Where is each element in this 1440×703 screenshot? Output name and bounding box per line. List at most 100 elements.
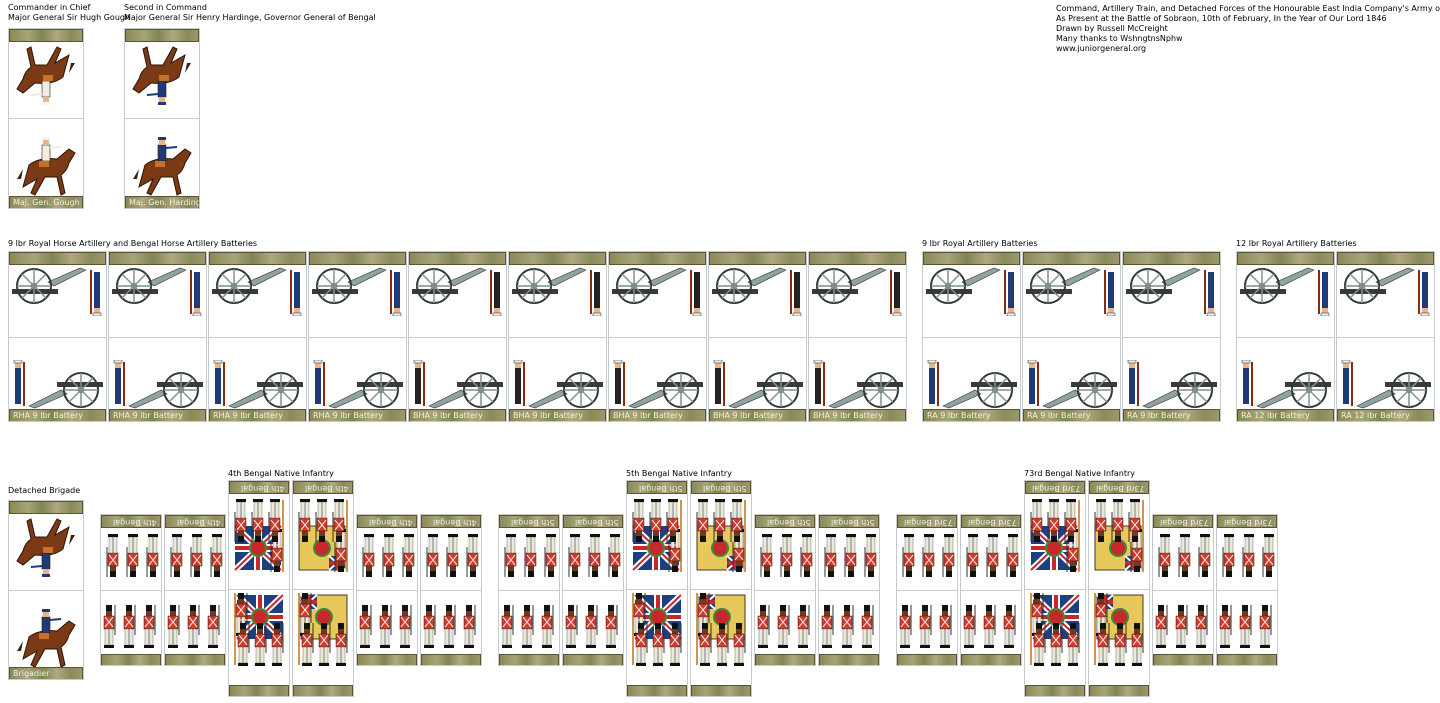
card-label: RA 9 lbr Battery: [927, 411, 991, 420]
card-base: [1237, 252, 1334, 265]
cannon-crew-figure: [923, 266, 1020, 317]
card-base: [819, 654, 879, 665]
infantry-card: 5th Bengal: [754, 514, 816, 666]
fold-line: [961, 590, 1021, 591]
card-base: Maj. Gen. Gough: [9, 196, 83, 208]
regimental-flag-colour-party: [691, 593, 751, 669]
card-base: 5th Bengal: [499, 515, 559, 528]
card-base: [9, 29, 83, 42]
cannon-crew-figure: [9, 359, 106, 410]
fold-line: [1237, 337, 1334, 338]
card-base: 73rd Bengal: [1153, 515, 1213, 528]
card-base: [1153, 654, 1213, 665]
cannon-crew-figure: [509, 266, 606, 317]
card-label: 4th Bengal: [177, 518, 221, 527]
infantry-card: 4th Bengal: [420, 514, 482, 666]
mounted-officer-figure: [125, 135, 199, 197]
infantry-figures: [563, 605, 623, 649]
infantry-figures: [101, 605, 161, 649]
cannon-crew-figure: [509, 359, 606, 410]
card-base: 73rd Bengal: [1025, 481, 1085, 494]
cannon-crew-figure: [923, 359, 1020, 410]
card-base: [309, 252, 406, 265]
fold-line: [923, 337, 1020, 338]
infantry-card: 73rd Bengal: [960, 514, 1022, 666]
fold-line: [229, 589, 289, 590]
card-label: BHA 9 lbr Battery: [813, 411, 883, 420]
card-label: 73rd Bengal: [1224, 518, 1273, 527]
cannon-crew-figure: [709, 266, 806, 317]
infantry-figures: [961, 533, 1021, 577]
artillery-heading: 12 lbr Royal Artillery Batteries: [1236, 239, 1357, 248]
card-label: RA 9 lbr Battery: [1127, 411, 1191, 420]
fold-line: [809, 337, 906, 338]
infantry-figures: [819, 605, 879, 649]
card-base: [357, 654, 417, 665]
chief-heading: Commander in Chief: [8, 3, 91, 12]
card-base: RHA 9 lbr Battery: [9, 409, 106, 421]
cannon-crew-figure: [109, 266, 206, 317]
card-label: 5th Bengal: [639, 484, 683, 493]
card-label: BHA 9 lbr Battery: [713, 411, 783, 420]
fold-line: [1023, 337, 1120, 338]
mounted-officer-figure: [9, 607, 83, 669]
card-label: 4th Bengal: [113, 518, 157, 527]
card-label: Maj. Gen. Gough: [13, 198, 80, 207]
card-label: RA 9 lbr Battery: [1027, 411, 1091, 420]
card-base: [9, 252, 106, 265]
card-label: Brigadier: [13, 669, 50, 678]
infantry-card: 73rd Bengal: [1216, 514, 1278, 666]
card-label: 73rd Bengal: [968, 518, 1017, 527]
colour-party-card: 5th Bengal: [690, 480, 752, 697]
infantry-card: 4th Bengal: [356, 514, 418, 666]
brigadier-card: Brigadier: [8, 500, 84, 680]
cannon-crew-figure: [1123, 266, 1220, 317]
infantry-heading: 73rd Bengal Native Infantry: [1024, 469, 1135, 478]
card-base: RHA 9 lbr Battery: [109, 409, 206, 421]
colour-party-card: 73rd Bengal: [1024, 480, 1086, 697]
card-base: [1025, 685, 1085, 696]
fold-line: [357, 590, 417, 591]
cannon-crew-figure: [1237, 266, 1334, 317]
fold-line: [563, 590, 623, 591]
card-label: 5th Bengal: [575, 518, 619, 527]
card-base: [627, 685, 687, 696]
infantry-figures: [563, 533, 623, 577]
card-base: [609, 252, 706, 265]
colour-party-card: 5th Bengal: [626, 480, 688, 697]
infantry-figures: [499, 533, 559, 577]
artillery-card: RA 9 lbr Battery: [1022, 251, 1121, 422]
card-base: [293, 685, 353, 696]
artillery-card: BHA 9 lbr Battery: [408, 251, 507, 422]
commander-card: Maj. Gen. Hardinge: [124, 28, 200, 209]
card-base: Brigadier: [9, 667, 83, 679]
cannon-crew-figure: [409, 266, 506, 317]
card-label: RHA 9 lbr Battery: [13, 411, 83, 420]
cannon-crew-figure: [9, 266, 106, 317]
card-base: [165, 654, 225, 665]
card-base: 4th Bengal: [293, 481, 353, 494]
credit-line: www.juniorgeneral.org: [1056, 44, 1147, 53]
commander-card: Maj. Gen. Gough: [8, 28, 84, 209]
cannon-crew-figure: [809, 359, 906, 410]
card-base: [1089, 685, 1149, 696]
cannon-crew-figure: [1023, 266, 1120, 317]
regimental-flag-colour-party: [691, 496, 751, 572]
card-base: [563, 654, 623, 665]
card-label: BHA 9 lbr Battery: [413, 411, 483, 420]
artillery-card: RA 9 lbr Battery: [922, 251, 1021, 422]
cannon-crew-figure: [209, 266, 306, 317]
infantry-figures: [421, 605, 481, 649]
artillery-card: RHA 9 lbr Battery: [108, 251, 207, 422]
card-base: [1337, 252, 1434, 265]
cannon-crew-figure: [1337, 266, 1434, 317]
infantry-heading: 5th Bengal Native Infantry: [626, 469, 732, 478]
infantry-card: 73rd Bengal: [1152, 514, 1214, 666]
union-flag-colour-party: [1025, 592, 1085, 669]
artillery-card: RHA 9 lbr Battery: [208, 251, 307, 422]
infantry-figures: [165, 605, 225, 649]
infantry-figures: [897, 605, 957, 649]
fold-line: [691, 589, 751, 590]
card-base: BHA 9 lbr Battery: [509, 409, 606, 421]
infantry-figures: [961, 605, 1021, 649]
